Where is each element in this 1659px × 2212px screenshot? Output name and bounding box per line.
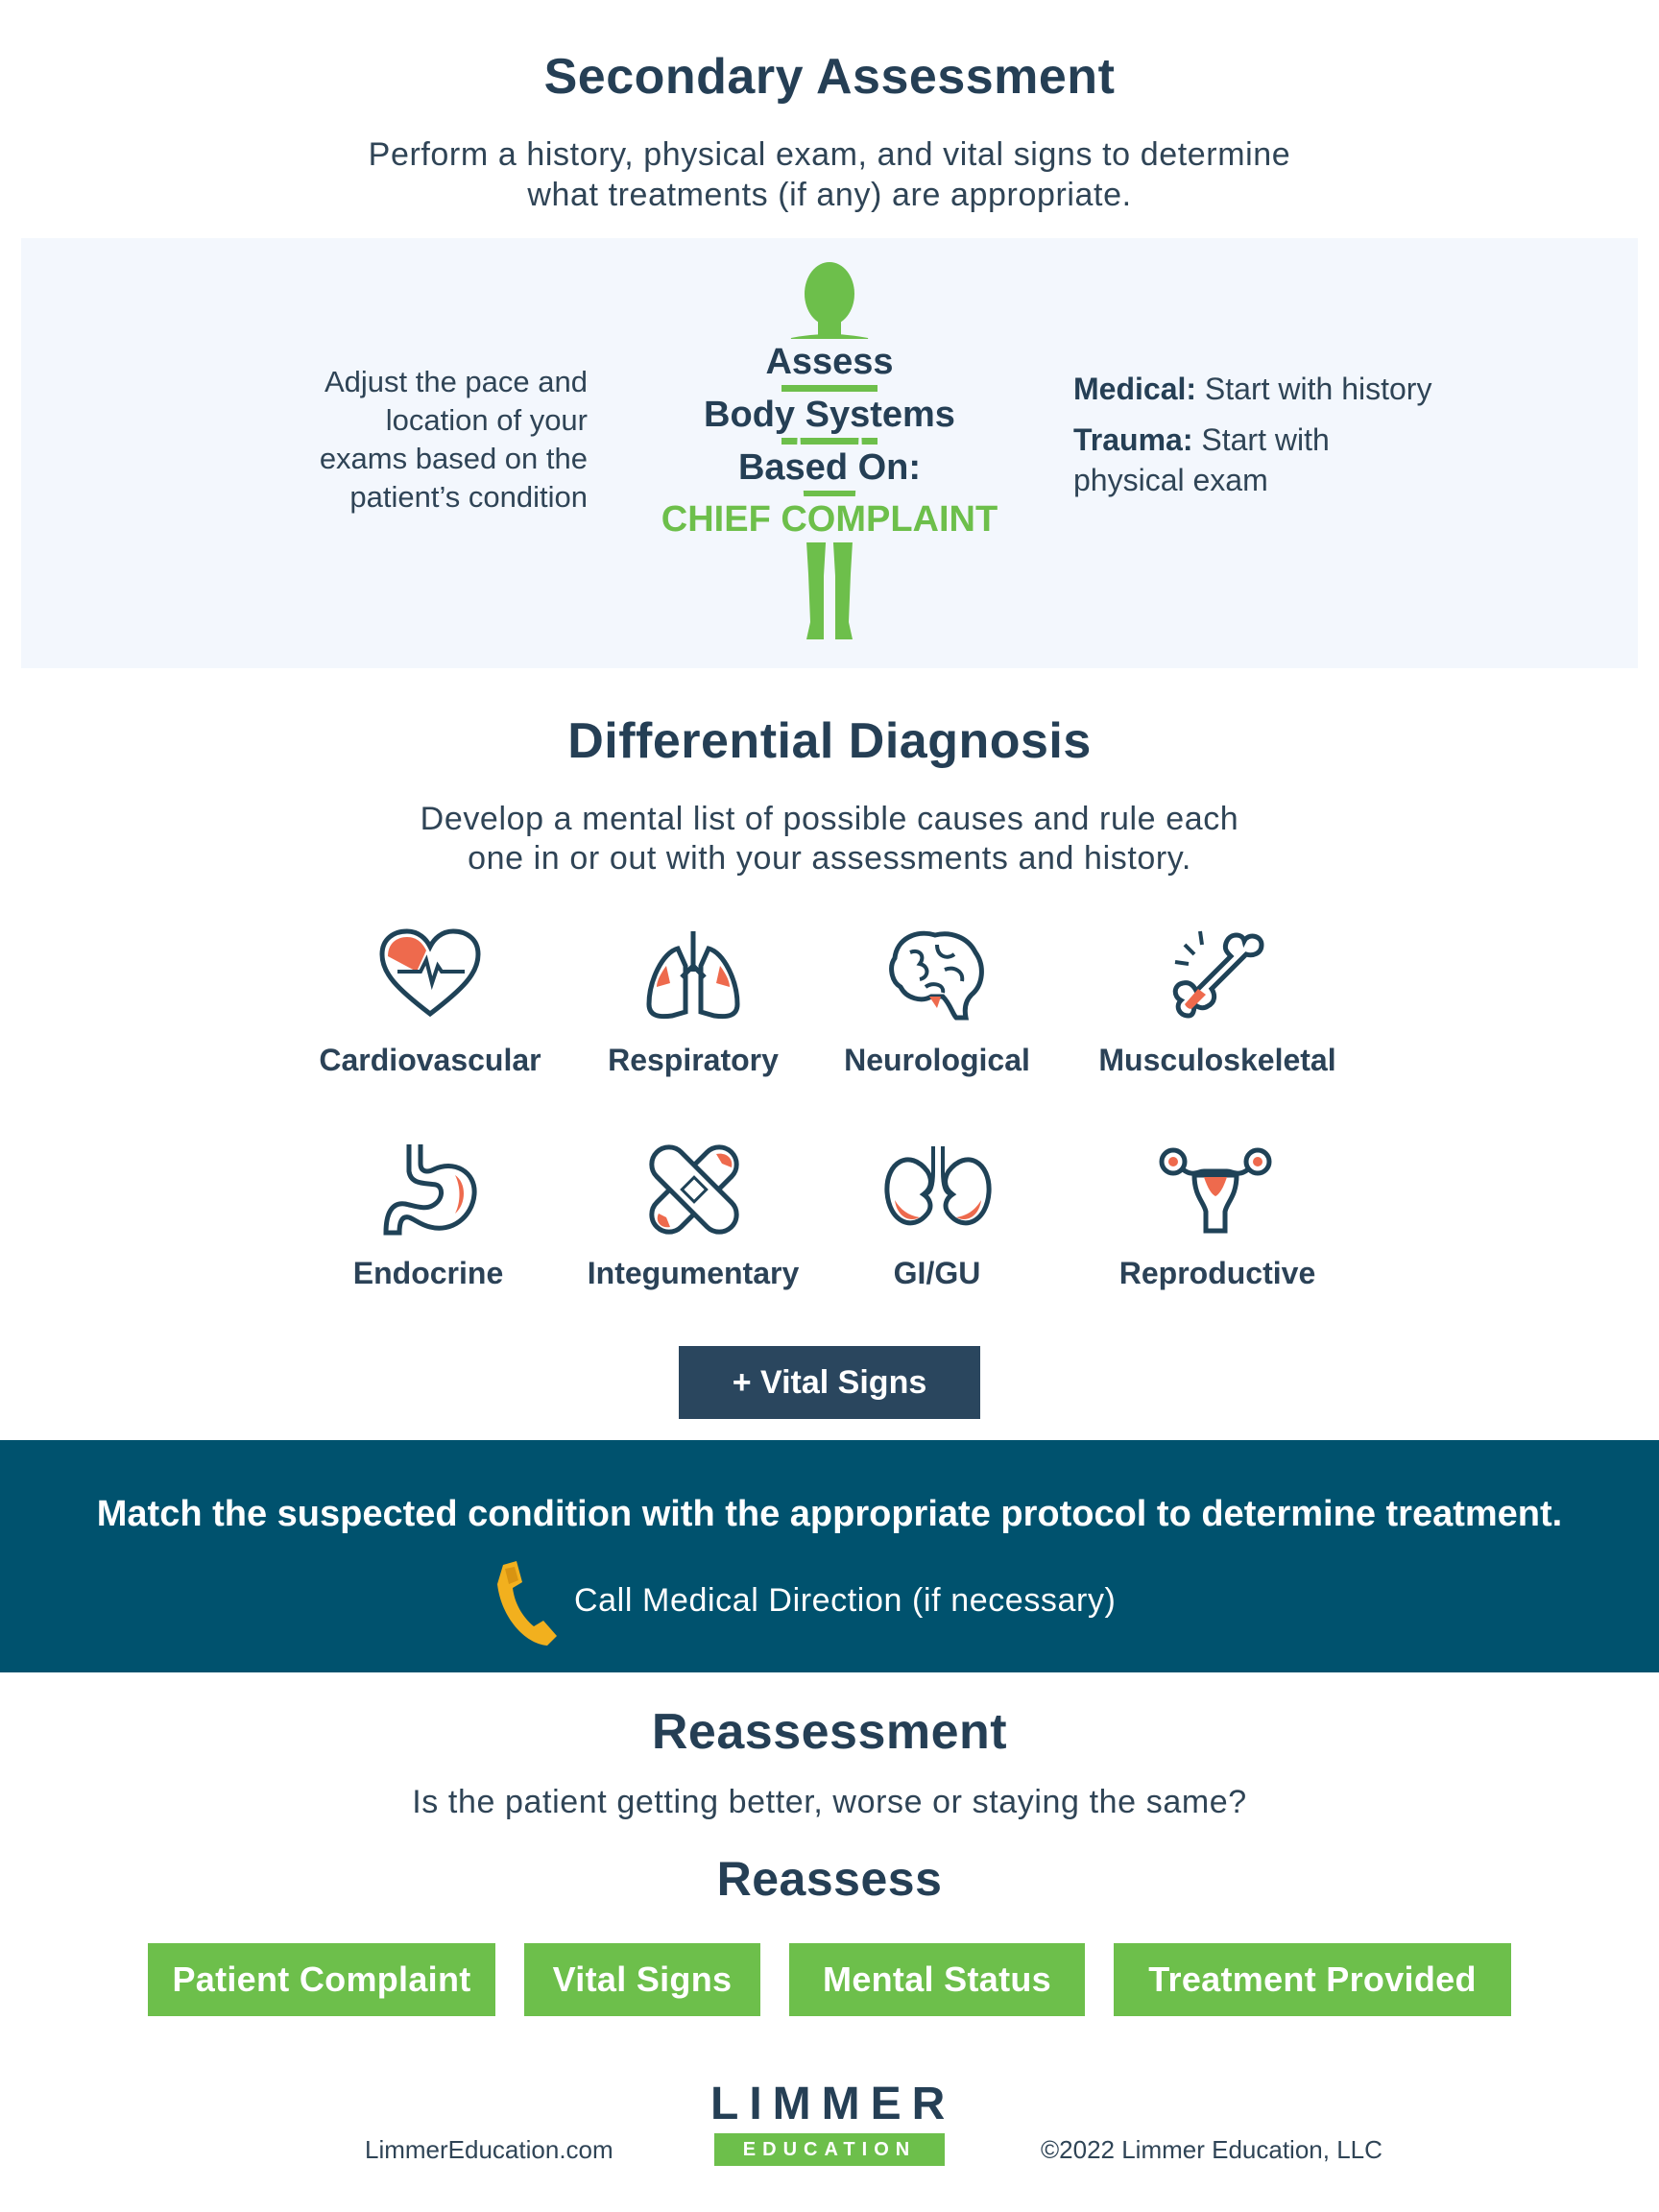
heart-icon — [379, 928, 481, 1018]
trauma-label: Trauma: — [1073, 422, 1193, 457]
reassessment-title: Reassessment — [651, 1704, 1008, 1760]
limmer-logo-word: LIMMER — [710, 2079, 956, 2129]
footer-copyright: ©2022 Limmer Education, LLC — [1041, 2135, 1382, 2164]
chief-complaint-text: CHIEF COMPLAINT — [649, 496, 1010, 542]
page-subtitle-line-1: Perform a history, physical exam, and vi… — [368, 136, 1291, 173]
differential-title: Differential Diagnosis — [567, 713, 1092, 769]
reassess-patient-complaint: Patient Complaint — [148, 1943, 495, 2016]
system-label-respiratory: Respiratory — [608, 1043, 779, 1077]
chief-complaint-line: CHIEF COMPLAINT — [0, 496, 1659, 542]
footer-website: LimmerEducation.com — [365, 2135, 613, 2164]
bandage-icon — [649, 1144, 739, 1235]
kidneys-icon — [884, 1146, 992, 1226]
limmer-logo-bar: EDUCATION — [714, 2133, 945, 2166]
system-label-neurological: Neurological — [844, 1043, 1030, 1077]
pace-note-line: patient’s condition — [349, 480, 588, 514]
reassessment-question: Is the patient getting better, worse or … — [412, 1784, 1247, 1820]
system-label-integumentary: Integumentary — [587, 1256, 800, 1290]
vital-signs-button[interactable]: + Vital Signs — [679, 1346, 980, 1419]
trauma-text-2: physical exam — [1073, 463, 1268, 497]
reassess-title: Reassess — [716, 1852, 943, 1906]
pace-note: Adjust the pace and location of your exa… — [250, 363, 588, 517]
lungs-icon — [646, 931, 740, 1020]
pace-note-line: Adjust the pace and — [324, 365, 588, 398]
protocol-title: Match the suspected condition with the a… — [96, 1494, 1563, 1534]
page-subtitle-line-2: what treatments (if any) are appropriate… — [527, 177, 1132, 213]
uterus-icon — [1159, 1147, 1272, 1234]
medical-label: Medical: — [1073, 372, 1197, 406]
medical-text: Start with history — [1204, 372, 1432, 406]
history-note: Medical: Start with history Trauma: Star… — [1073, 369, 1496, 511]
assess-text: Based On: — [726, 445, 933, 491]
stomach-icon — [383, 1144, 477, 1236]
system-label-reproductive: Reproductive — [1118, 1256, 1316, 1290]
bone-icon — [1172, 930, 1264, 1019]
reassess-treatment-provided: Treatment Provided — [1114, 1943, 1511, 2016]
system-label-musculoskeletal: Musculoskeletal — [1098, 1043, 1336, 1077]
system-label-gi-gu: GI/GU — [893, 1256, 981, 1290]
assess-line-1: Assess — [0, 339, 1659, 385]
protocol-band — [0, 1440, 1659, 1672]
call-medical-direction-text: Call Medical Direction (if necessary) — [574, 1582, 1117, 1619]
assess-line-3: Based On: — [0, 445, 1659, 491]
differential-subtitle-line-2: one in or out with your assessments and … — [468, 840, 1191, 877]
phone-icon — [497, 1561, 557, 1646]
assess-text: Body Systems — [692, 392, 967, 438]
system-label-endocrine: Endocrine — [352, 1256, 504, 1290]
trauma-text: Start with — [1201, 422, 1330, 457]
differential-subtitle-line-1: Develop a mental list of possible causes… — [420, 801, 1239, 837]
reassess-vital-signs: Vital Signs — [524, 1943, 760, 2016]
assess-line-2: Body Systems — [0, 392, 1659, 438]
system-label-cardiovascular: Cardiovascular — [319, 1043, 541, 1077]
reassess-mental-status: Mental Status — [789, 1943, 1085, 2016]
pace-note-line: location of your — [385, 403, 588, 437]
page-title: Secondary Assessment — [543, 49, 1116, 105]
assess-text: Assess — [754, 339, 905, 385]
pace-note-line: exams based on the — [319, 442, 588, 475]
brain-icon — [889, 930, 984, 1021]
